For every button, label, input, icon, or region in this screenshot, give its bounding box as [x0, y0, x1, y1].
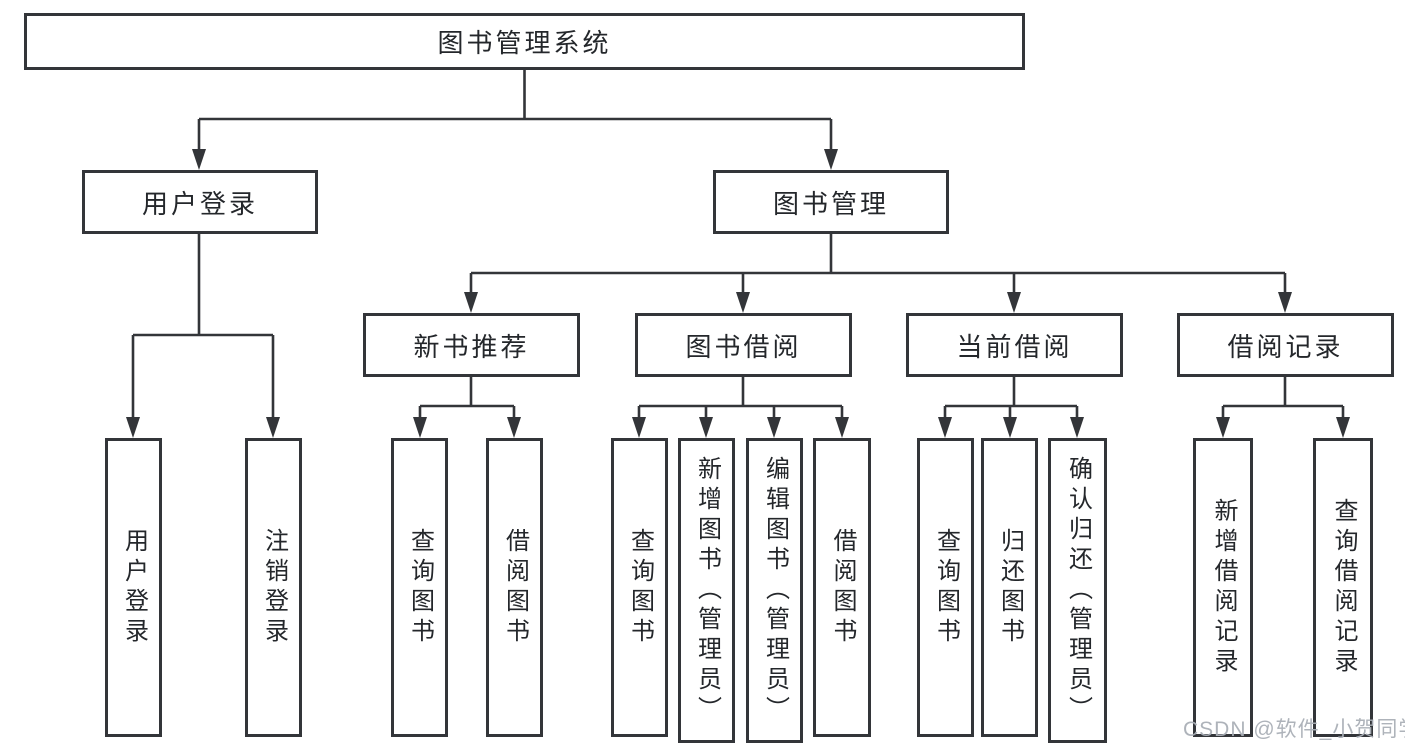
node-new-book-recommendation: 新书推荐 — [363, 313, 580, 377]
node-book-borrowing: 图书借阅 — [635, 313, 852, 377]
watermark-text: CSDN @软件_小贺同学 — [1183, 718, 1405, 741]
leaf-query-books-recommend: 查询图书 — [391, 438, 448, 737]
leaf-add-book-admin: 新增图书（管理员） — [678, 438, 735, 743]
leaf-borrow-books-borrowing: 借阅图书 — [813, 438, 871, 737]
leaf-query-borrow-record: 查询借阅记录 — [1313, 438, 1373, 737]
leaf-query-books-borrowing: 查询图书 — [611, 438, 668, 737]
node-book-management: 图书管理 — [713, 170, 949, 234]
leaf-confirm-return-admin: 确认归还（管理员） — [1048, 438, 1107, 743]
leaf-borrow-books-recommend: 借阅图书 — [486, 438, 543, 737]
leaf-edit-book-admin: 编辑图书（管理员） — [746, 438, 803, 743]
leaf-logout: 注销登录 — [245, 438, 302, 737]
node-borrowing-records: 借阅记录 — [1177, 313, 1394, 377]
node-current-borrowing: 当前借阅 — [906, 313, 1123, 377]
node-user-login-branch: 用户登录 — [82, 170, 318, 234]
leaf-user-login: 用户登录 — [105, 438, 162, 737]
leaf-query-books-current: 查询图书 — [917, 438, 974, 737]
leaf-add-borrow-record: 新增借阅记录 — [1193, 438, 1253, 737]
leaf-return-book: 归还图书 — [981, 438, 1038, 737]
node-library-management-system: 图书管理系统 — [24, 13, 1025, 70]
